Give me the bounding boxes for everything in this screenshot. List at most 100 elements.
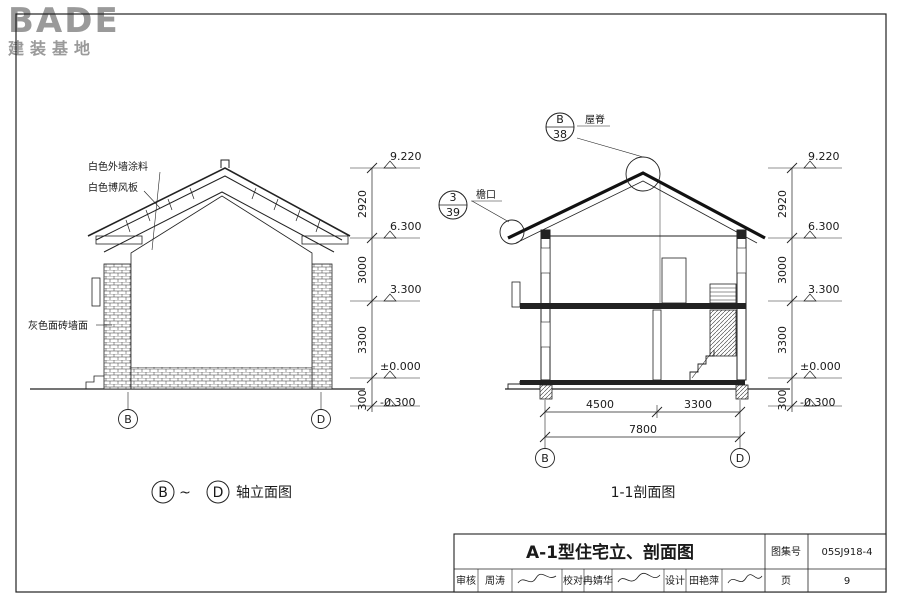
reviewer-name: 周涛	[485, 574, 505, 587]
designer-signature	[727, 574, 763, 584]
title-block: A-1型住宅立、剖面图 图集号 05SJ918-4 审核 周涛 校对 冉婧华 设…	[453, 533, 887, 593]
elev-mark-9220-left: 9.220	[390, 150, 422, 163]
sheet-border	[15, 13, 887, 593]
note-barge-board: 白色博风板	[88, 181, 138, 194]
ridge-finial	[220, 159, 230, 168]
span-4500: 4500	[586, 398, 614, 411]
caption-bubble-d	[206, 480, 230, 504]
barge-board-inner	[103, 191, 335, 253]
axis-bubble-b-left	[118, 409, 138, 429]
axis-label-b-left: B	[124, 413, 132, 426]
axis-label-d-right: D	[736, 452, 744, 465]
note-wall-paint: 白色外墙涂料	[88, 160, 148, 173]
window-upper-right	[736, 247, 747, 274]
roof-underside	[515, 180, 758, 244]
span-7800: 7800	[629, 423, 657, 436]
elevation-view: 白色外墙涂料 白色博风板 灰色面砖墙面 B D B ~ D 轴立面图	[28, 159, 365, 504]
checker-signature	[617, 572, 661, 583]
window-upper-left	[540, 247, 551, 274]
bade-logo: BADE 建装基地	[8, 4, 148, 60]
seg-2920-left: 2920	[356, 190, 369, 218]
axis-label-d-left: D	[317, 413, 325, 426]
stair-handrail	[691, 351, 713, 379]
elev-mark-3300-right: 3.300	[808, 283, 840, 296]
eave-band-left	[95, 235, 143, 245]
review-label: 审核	[456, 574, 476, 587]
caption-tilde: ~	[179, 485, 191, 501]
gable-louvers	[125, 187, 321, 233]
seg-300-right: 300	[776, 390, 789, 411]
design-label: 设计	[665, 574, 685, 587]
side-steps	[85, 375, 104, 389]
caption-axis-d: D	[213, 485, 224, 501]
eave-band-right	[301, 235, 349, 245]
section-view: B 38 屋脊 3 39 檐口 4500 3300 7800 B D	[438, 112, 790, 501]
axis-bubble-b-right	[535, 448, 555, 468]
caption-section: 1-1剖面图	[611, 485, 676, 501]
callout-leader-ridge	[576, 137, 644, 158]
elev-mark-3300-left: 3.300	[390, 283, 422, 296]
axis-bubble-d-right	[730, 448, 750, 468]
seg-3000-left: 3000	[356, 256, 369, 284]
elevation-dimensions-right: 9.220 6.300 3.300 ±0.000 -0.300 2920 300…	[768, 150, 842, 412]
atlas-number: 05SJ918-4	[821, 547, 872, 558]
seg-2920-right: 2920	[776, 190, 789, 218]
elev-mark-0000-left: ±0.000	[380, 360, 421, 373]
logo-wordmark: BADE	[8, 1, 120, 41]
elev-mark-neg300-right: -0.300	[800, 396, 835, 409]
eave-detail-circle	[499, 219, 525, 245]
callout-eave-den: 39	[446, 206, 460, 219]
brick-plinth	[130, 366, 313, 390]
callout-leader-eave	[471, 200, 510, 223]
elev-mark-0000-right: ±0.000	[800, 360, 841, 373]
wall-fixture	[91, 277, 101, 307]
stair-flight	[709, 309, 737, 357]
leader-wall-paint	[151, 171, 161, 251]
barge-board-outer	[87, 167, 351, 237]
seg-3000-right: 3000	[776, 256, 789, 284]
stair-steps	[689, 350, 715, 380]
atlas-number-label: 图集号	[771, 545, 801, 558]
entry-steps	[507, 381, 521, 389]
designer-name: 田艳萍	[689, 574, 719, 587]
ring-beam-left	[541, 230, 550, 239]
note-brick-tile: 灰色面砖墙面	[28, 319, 88, 332]
callout-ridge-den: 38	[553, 128, 567, 141]
callout-eave-label: 檐口	[476, 188, 496, 201]
drawing-title: A-1型住宅立、剖面图	[526, 542, 694, 563]
brick-wall-right	[311, 263, 333, 390]
roof-slope	[507, 171, 766, 240]
check-label: 校对	[563, 574, 583, 587]
ground-floor-slab	[520, 380, 745, 385]
axis-bubble-d-left	[311, 409, 331, 429]
barge-board-mid	[95, 175, 343, 241]
span-3300: 3300	[684, 398, 712, 411]
reviewer-signature	[517, 573, 557, 584]
elev-mark-neg300-left: -0.300	[380, 396, 415, 409]
caption-elevation: 轴立面图	[236, 485, 292, 501]
section-wall-fixture	[511, 281, 521, 308]
page-label: 页	[781, 575, 791, 587]
brick-wall-left	[103, 263, 132, 390]
plastered-wall	[130, 195, 313, 367]
callout-ridge-num: B	[556, 113, 564, 126]
caption-axis-b: B	[158, 485, 168, 501]
leader-barge	[143, 190, 161, 209]
elev-mark-9220-right: 9.220	[808, 150, 840, 163]
page-number: 9	[844, 576, 850, 587]
seg-3300-left: 3300	[356, 326, 369, 354]
checker-name: 冉婧华	[583, 574, 613, 587]
foundation-left	[539, 384, 553, 400]
second-floor-slab	[520, 303, 746, 309]
wall-middle	[652, 309, 662, 381]
stair-landing-rails	[710, 287, 736, 301]
caption-bubble-b	[151, 480, 175, 504]
logo-subtitle: 建装基地	[8, 39, 97, 58]
axis-label-b-right: B	[541, 452, 549, 465]
foundation-right	[735, 384, 749, 400]
title-block-frame	[453, 533, 887, 593]
upper-door	[661, 257, 687, 304]
window-lower-left	[540, 321, 551, 348]
seg-3300-right: 3300	[776, 326, 789, 354]
